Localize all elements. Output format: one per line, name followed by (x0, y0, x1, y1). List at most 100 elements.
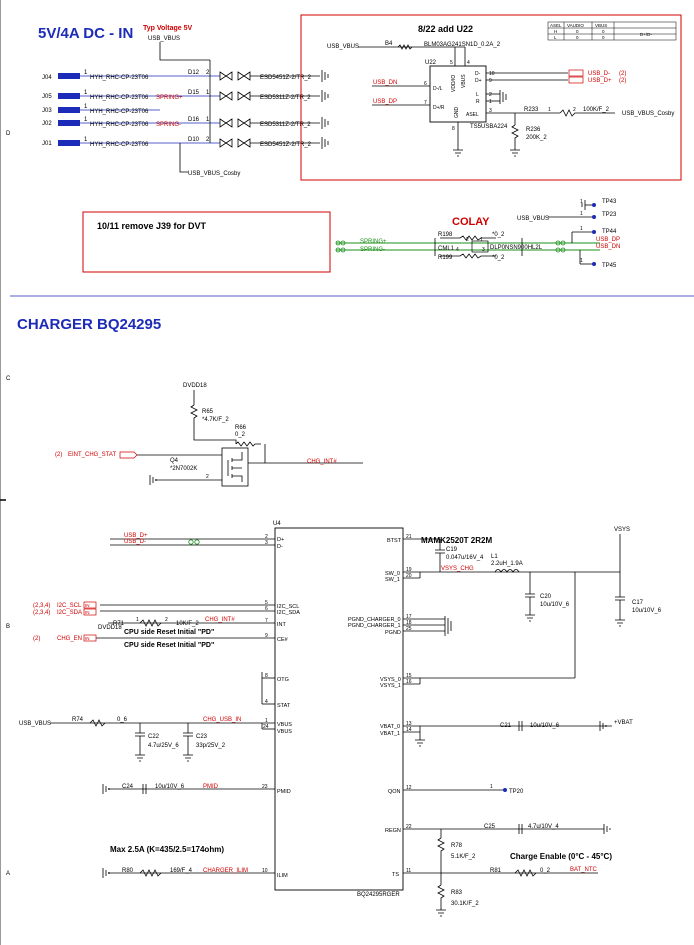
svg-text:IN: IN (85, 603, 90, 608)
svg-text:USB_D-: USB_D- (124, 539, 146, 545)
cml1-part: DLP0NSN900HL2L (490, 245, 543, 251)
c22-value: 4.7u/25V_6 (148, 743, 179, 749)
l1-value: 2.2uH_1.9A (491, 561, 523, 567)
r236-value: 200K_2 (526, 135, 547, 141)
svg-text:9: 9 (489, 78, 492, 84)
cml1-body (471, 240, 489, 253)
asel-truth-table: ASEL VAUDIO VBUS H 0 0 L 0 0 D+/D- (547, 21, 677, 41)
r66-value: 0_2 (235, 432, 246, 438)
u22-usb-vbus-label: USB_VBUS (327, 44, 359, 50)
svg-text:1: 1 (580, 199, 583, 205)
r198-ref: R198 (438, 232, 453, 238)
svg-text:OTG: OTG (277, 677, 289, 683)
q4-mosfet-body (221, 447, 249, 487)
c23-ref: C23 (196, 734, 208, 740)
svg-text:SPRING+: SPRING+ (360, 239, 387, 245)
connector-row-j01: J01 1 HYH_RHC-CP-23T06 D10 2 ESD5451Z-2/… (42, 137, 312, 148)
svg-text:2: 2 (206, 137, 210, 143)
svg-text:J02: J02 (42, 121, 52, 127)
svg-text:4: 4 (467, 60, 470, 66)
r78-value: 5.1K/F_2 (451, 854, 476, 860)
i2c-sda-port: (2,3,4) (33, 610, 50, 616)
net-usb-dn-colay: USB_DN (596, 244, 620, 250)
tp43-label: TP43 (602, 199, 617, 205)
connector-row-j03: J03 1 HYH_RHC-CP-23T06 (42, 104, 160, 115)
net-chg-int-q4: CHG_INT# (307, 459, 337, 465)
svg-text:7: 7 (265, 618, 268, 624)
border-letter-a: A (6, 871, 10, 877)
svg-text:J03: J03 (42, 108, 52, 114)
svg-text:10: 10 (489, 71, 495, 77)
eint-chg-stat-label: EINT_CHG_STAT (68, 452, 116, 458)
net-usb-dminus: USB_D- (588, 71, 610, 77)
svg-text:D+/D-: D+/D- (640, 32, 652, 37)
svg-text:D15: D15 (188, 90, 200, 96)
r80-ref: R80 (122, 868, 134, 874)
u22-box-title: 8/22 add U22 (418, 24, 473, 34)
svg-text:HYH_RHC-CP-23T06: HYH_RHC-CP-23T06 (90, 109, 149, 115)
net-usb-dn: USB_DN (373, 80, 397, 86)
u22-part: TS5USBA224 (470, 124, 508, 130)
svg-text:18: 18 (406, 620, 412, 626)
typ-voltage-note: Typ Voltage 5V (143, 25, 192, 32)
l1-ref: L1 (491, 554, 498, 560)
c19-ref: C19 (446, 547, 458, 553)
svg-text:CE#: CE# (277, 637, 289, 643)
tp45-label: TP45 (602, 263, 617, 269)
chg-en-port: (2) (33, 636, 40, 642)
r199-ref: R199 (438, 255, 453, 261)
i2c-scl-net: I2C_SCL (57, 603, 82, 609)
svg-text:8: 8 (265, 673, 268, 679)
r66-ref: R66 (235, 425, 247, 431)
c20-ref: C20 (540, 594, 552, 600)
r78-ref: R78 (451, 843, 463, 849)
svg-text:7: 7 (424, 100, 427, 106)
usb-vbus-label-top: USB_VBUS (148, 36, 180, 42)
svg-text:VBAT_1: VBAT_1 (380, 731, 400, 737)
tp23-label: TP23 (602, 212, 617, 218)
svg-text:15: 15 (406, 673, 412, 679)
cpu-reset-note-1: CPU side Reset Initial "PD" (124, 629, 214, 636)
svg-text:BTST: BTST (387, 538, 402, 544)
svg-text:PGND: PGND (385, 630, 401, 636)
c24-value: 10u/10V_6 (155, 784, 185, 790)
r198-value: *0_2 (492, 232, 505, 238)
svg-text:1: 1 (548, 107, 551, 113)
svg-text:ASEL: ASEL (550, 23, 562, 28)
svg-text:5: 5 (450, 60, 453, 66)
u22-cosby-label: USB_VBUS_Cosby (622, 111, 674, 117)
dvdd18-label-int: DVDD18 (98, 625, 122, 631)
svg-text:1: 1 (84, 117, 88, 123)
inductor-part-title: MAMK2520T 2R2M (421, 536, 492, 545)
tp44-label: TP44 (602, 229, 617, 235)
svg-text:I2C_SDA: I2C_SDA (277, 610, 300, 616)
svg-text:REGN: REGN (385, 828, 401, 834)
svg-text:HYH_RHC-CP-23T06: HYH_RHC-CP-23T06 (90, 75, 149, 81)
vbat-label: +VBAT (614, 720, 633, 726)
r71-value: 10K/F_2 (176, 621, 199, 627)
svg-text:ESD5311Z-2/TR_2: ESD5311Z-2/TR_2 (260, 95, 311, 101)
svg-text:SPRING+: SPRING+ (156, 95, 183, 101)
svg-text:D-/L: D-/L (433, 86, 443, 92)
svg-text:VDD/IO: VDD/IO (451, 75, 457, 92)
svg-text:2: 2 (206, 474, 209, 480)
svg-text:SW_1: SW_1 (385, 577, 400, 583)
r233-value: 100K/F_2 (583, 107, 610, 113)
svg-text:D+/R: D+/R (433, 105, 445, 111)
svg-text:19: 19 (406, 567, 412, 573)
svg-text:IN: IN (85, 610, 90, 615)
colay-annotation-box (82, 211, 331, 273)
u22-annotation-box (300, 14, 682, 181)
colay-note: 10/11 remove J39 for DVT (97, 221, 207, 231)
connector-row-j02: J02 1 HYH_RHC-CP-23T06 SPRING- D16 1 ESD… (42, 117, 311, 128)
svg-text:4: 4 (265, 699, 268, 705)
svg-text:H: H (554, 29, 557, 34)
svg-text:ASEL: ASEL (466, 112, 479, 118)
svg-text:D+: D+ (277, 537, 284, 543)
r74-ref: R74 (72, 717, 84, 723)
svg-text:VBUS: VBUS (595, 23, 607, 28)
svg-text:D16: D16 (188, 117, 200, 123)
u4-right-pins: 21 BTST 19 SW_0 20 SW_1 17 PGND_CHARGER_… (348, 534, 612, 878)
r83-value: 30.1K/F_2 (451, 901, 479, 907)
charge-enable-note: Charge Enable (0°C - 45°C) (510, 852, 612, 861)
